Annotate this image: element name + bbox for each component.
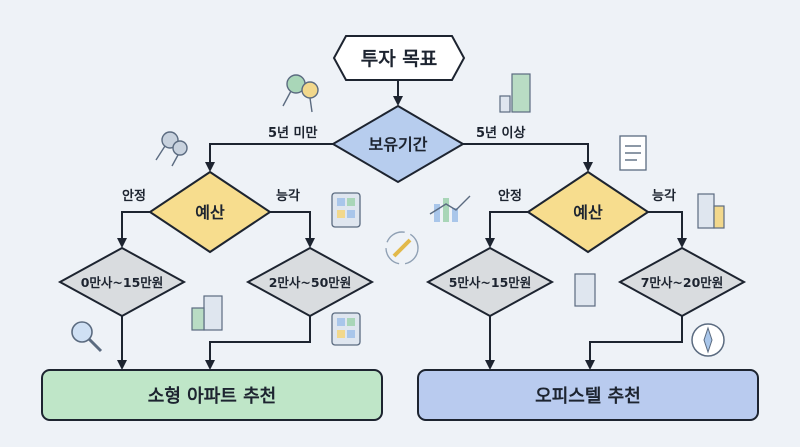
compass-icon [691, 323, 725, 357]
holding-period-decision: 보유기간 [331, 104, 465, 184]
edge-budget-left-stable [117, 211, 152, 248]
outcome-officetel: 오피스텔 추천 [417, 369, 759, 421]
budget-decision-right: 예산 [526, 170, 650, 254]
start-label: 투자 목표 [361, 48, 438, 70]
chart-icon [429, 195, 471, 222]
range-label-1: 0만사~15만원 [81, 275, 164, 290]
budget-right-label: 예산 [573, 203, 603, 222]
branch-label-left-active: 능각 [276, 189, 300, 204]
calculator-icon [331, 192, 361, 228]
calculator-icon [331, 312, 361, 346]
outcome-small-apartment: 소형 아파트 추천 [41, 369, 383, 421]
building-icon [574, 273, 596, 307]
range-node-1: 0만사~15만원 [57, 246, 187, 318]
range-label-2: 2만사~50만원 [269, 275, 352, 290]
range-label-3: 5만사~15만원 [449, 275, 532, 290]
keys-icon [155, 131, 188, 167]
holding-period-label: 보유기간 [369, 135, 428, 154]
building-icon [499, 73, 531, 113]
outcome-small-apartment-label: 소형 아파트 추천 [148, 386, 276, 407]
outcome-officetel-label: 오피스텔 추천 [535, 386, 641, 407]
building-icon [697, 193, 725, 229]
start-node: 투자 목표 [332, 35, 466, 81]
range-node-4: 7만사~20만원 [617, 246, 747, 318]
keys-icon [282, 74, 319, 113]
building-icon [191, 295, 223, 331]
document-icon [619, 135, 647, 171]
magnifier-icon [71, 321, 103, 353]
branch-label-left-stable: 안정 [122, 188, 146, 204]
edge-holding-left [205, 143, 335, 172]
range-node-3: 5만사~15만원 [425, 246, 555, 318]
range-label-4: 7만사~20만원 [641, 275, 724, 290]
edge-range4-to-officetel [585, 315, 683, 370]
refresh-pencil-icon [385, 231, 419, 265]
branch-label-under-5y: 5년 미만 [268, 125, 317, 141]
range-node-2: 2만사~50만원 [245, 246, 375, 318]
edge-budget-right-active [646, 211, 687, 248]
branch-label-right-active: 능각 [652, 189, 676, 204]
edge-budget-left-active [268, 211, 315, 248]
branch-label-over-5y: 5년 이상 [476, 125, 525, 141]
budget-decision-left: 예산 [148, 170, 272, 254]
edges [117, 80, 687, 370]
edge-range2-to-apartment [205, 315, 311, 370]
edge-budget-right-stable [485, 211, 530, 248]
edge-holding-right [461, 143, 593, 172]
budget-left-label: 예산 [195, 203, 225, 222]
branch-label-right-stable: 안정 [498, 188, 522, 204]
